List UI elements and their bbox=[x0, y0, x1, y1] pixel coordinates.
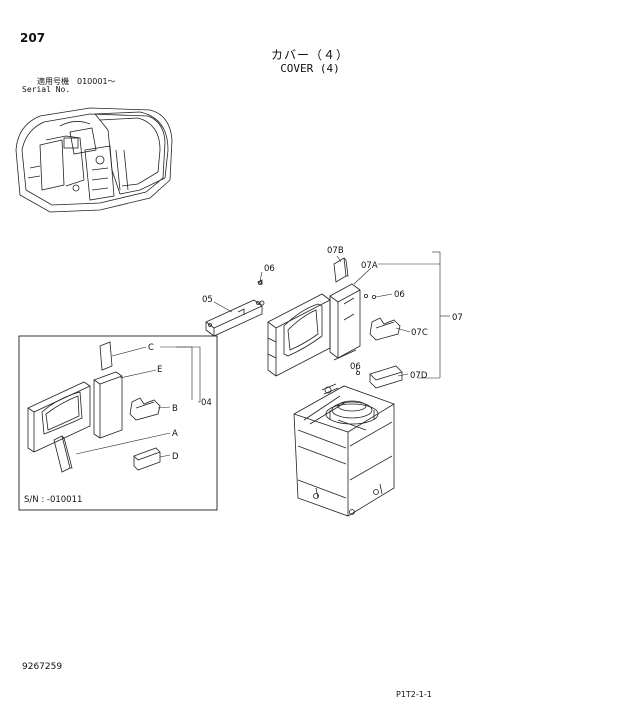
part-07c-bracket bbox=[369, 317, 401, 341]
cover-07a-assembly bbox=[259, 283, 361, 377]
serial-label-japanese: 適用号機 010001～ bbox=[37, 77, 116, 86]
inset-parts-illustration bbox=[27, 341, 161, 473]
part-07b-plate bbox=[333, 257, 349, 283]
callout-06-top: 06 bbox=[264, 264, 275, 274]
callout-07a: 07A bbox=[361, 261, 378, 271]
callout-07d: 07D bbox=[410, 371, 428, 381]
callout-07c: 07C bbox=[411, 328, 428, 338]
title-japanese: カバー（４） bbox=[270, 48, 349, 62]
callout-05: 05 bbox=[202, 295, 213, 305]
callout-06-bottom: 06 bbox=[350, 362, 361, 372]
callout-07b: 07B bbox=[327, 246, 344, 256]
title-english: COVER (4) bbox=[280, 62, 340, 75]
inset-label-c: C bbox=[148, 343, 154, 353]
callout-04: 04 bbox=[201, 398, 212, 408]
inset-serial-note: S/N : -010011 bbox=[24, 495, 82, 505]
tank-illustration bbox=[293, 383, 395, 517]
callout-06-right: 06 bbox=[394, 290, 405, 300]
inset-label-e: E bbox=[157, 365, 162, 375]
inset-label-d: D bbox=[172, 452, 179, 462]
drawing-number: 9267259 bbox=[22, 662, 63, 672]
callout-07: 07 bbox=[452, 313, 463, 323]
cover-05-part bbox=[205, 299, 263, 337]
inset-frame bbox=[18, 335, 218, 511]
inset-label-a: A bbox=[172, 429, 178, 439]
page-reference: P1T2-1-1 bbox=[396, 690, 432, 699]
page-number: 207 bbox=[20, 31, 46, 45]
machine-overview-illustration bbox=[15, 107, 173, 213]
part-07d-plate bbox=[369, 365, 403, 389]
inset-label-b: B bbox=[172, 404, 178, 414]
leader-lines bbox=[75, 251, 450, 458]
serial-label-english: Serial No. bbox=[22, 85, 71, 94]
